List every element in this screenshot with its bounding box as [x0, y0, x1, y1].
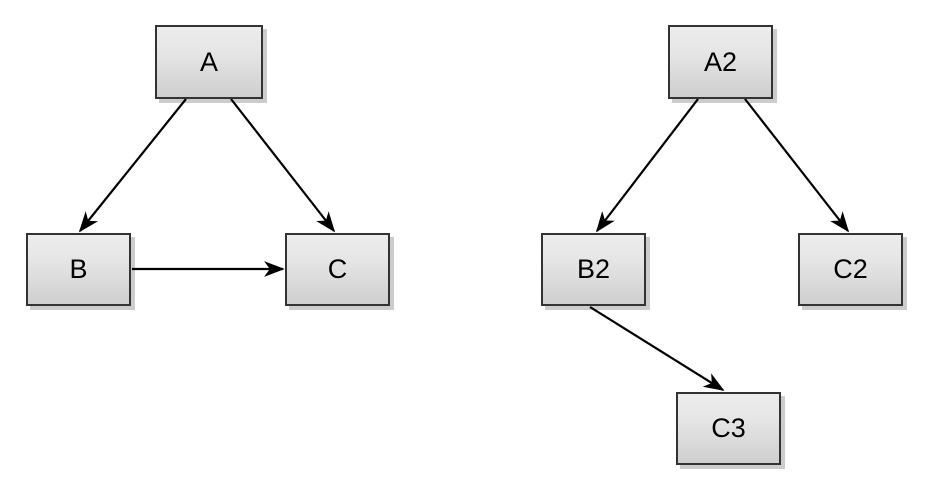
node-c-label: C	[327, 254, 348, 284]
node-c[interactable]: C	[285, 233, 390, 306]
node-a2[interactable]: A2	[668, 25, 773, 99]
node-c3-label: C3	[711, 413, 746, 443]
node-c2[interactable]: C2	[798, 233, 903, 306]
edge-b2-c3	[589, 306, 725, 391]
node-b-label: B	[69, 254, 88, 284]
node-a-label: A	[199, 46, 218, 77]
node-a2-label: A2	[703, 46, 738, 77]
edge-group	[78, 98, 850, 391]
edge-a2-c2	[744, 98, 850, 233]
edge-a-c	[230, 98, 336, 233]
node-b[interactable]: B	[26, 233, 131, 306]
edge-a2-b2	[595, 98, 699, 233]
node-a[interactable]: A	[155, 25, 263, 99]
node-c3[interactable]: C3	[676, 392, 781, 465]
node-c2-label: C2	[833, 254, 868, 284]
edge-a-b	[78, 98, 187, 233]
node-b2-label: B2	[576, 254, 611, 284]
node-b2[interactable]: B2	[541, 233, 646, 306]
